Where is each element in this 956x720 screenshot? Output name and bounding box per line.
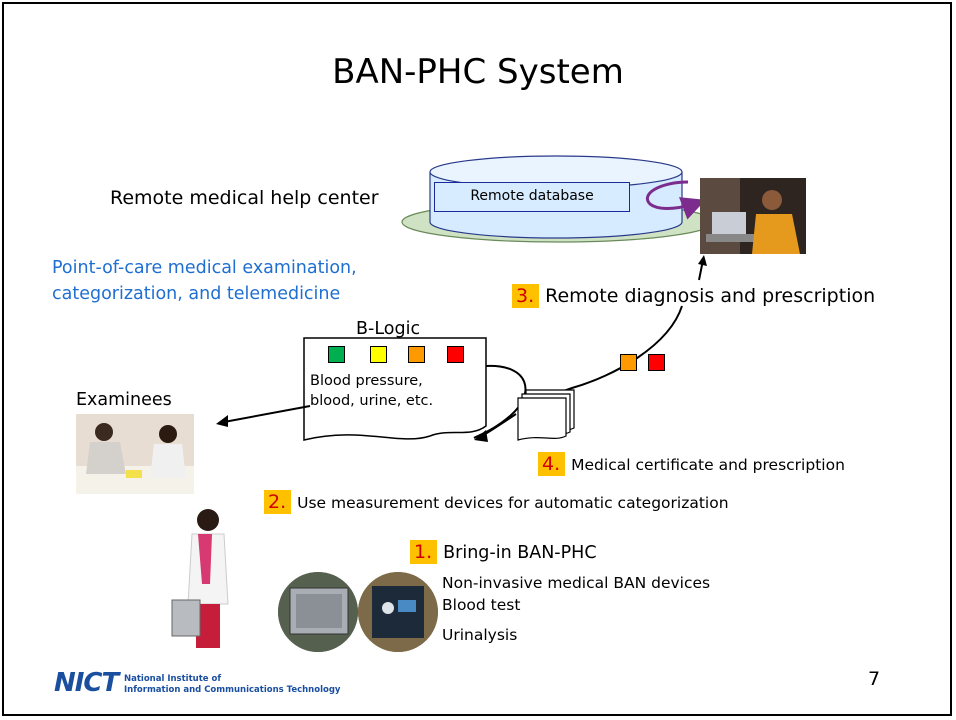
remote-center-label: Remote medical help center [110, 187, 379, 209]
step-3-number: 3. [512, 284, 540, 308]
remote-database-label: Remote database [434, 182, 630, 212]
nurse-photo [166, 504, 246, 652]
step-1-text: Bring-in BAN-PHC [443, 543, 597, 563]
point-of-care-line1: Point-of-care medical examination, [52, 258, 357, 278]
step-2-number: 2. [264, 490, 292, 514]
device-item-1: Non-invasive medical BAN devices [442, 574, 711, 592]
slide-title: BAN-PHC System [332, 52, 624, 92]
arrow-to-doctor [698, 255, 707, 281]
nict-logo-line1: National Institute of [124, 674, 222, 684]
device-item-2: Blood test [442, 596, 521, 614]
step-4-text: Medical certificate and prescription [571, 456, 845, 474]
nict-logo: NICT [54, 668, 119, 698]
page-number: 7 [868, 668, 881, 690]
arrow-to-examinees [216, 405, 311, 427]
step-4-number: 4. [538, 452, 566, 476]
documents-stack-icon [517, 389, 575, 441]
examinees-photo [76, 414, 194, 494]
step-3: 3.Remote diagnosis and prescription [512, 284, 875, 308]
diagnosis-red-square [648, 354, 665, 371]
step-1: 1.Bring-in BAN-PHC [410, 540, 597, 564]
blogic-text-line1: Blood pressure, [310, 373, 423, 389]
step-3-text: Remote diagnosis and prescription [545, 285, 876, 307]
examinees-label: Examinees [76, 390, 172, 410]
step-4: 4. Medical certificate and prescription [538, 452, 845, 476]
nict-logo-line2: Information and Communications Technolog… [124, 685, 341, 695]
step-1-number: 1. [410, 540, 438, 564]
category-green-square [328, 346, 345, 363]
blogic-text-line2: blood, urine, etc. [310, 393, 434, 409]
category-yellow-square [370, 346, 387, 363]
blogic-label: B-Logic [356, 319, 421, 339]
step-2: 2. Use measurement devices for automatic … [264, 490, 729, 514]
category-red-square [447, 346, 464, 363]
blogic-card [303, 337, 527, 441]
nict-logo-mark: NICT [54, 668, 119, 698]
device-item-3: Urinalysis [442, 626, 518, 644]
diagnosis-flow-line [474, 305, 683, 442]
device-open-case-photo [358, 572, 438, 652]
purple-curved-arrow [646, 180, 706, 220]
point-of-care-line2: categorization, and telemedicine [52, 284, 341, 304]
step-2-text: Use measurement devices for automatic ca… [297, 494, 729, 512]
category-orange-square [408, 346, 425, 363]
doctor-laptop-photo [700, 178, 806, 254]
device-case-photo [278, 572, 358, 652]
diagnosis-orange-square [620, 354, 637, 371]
